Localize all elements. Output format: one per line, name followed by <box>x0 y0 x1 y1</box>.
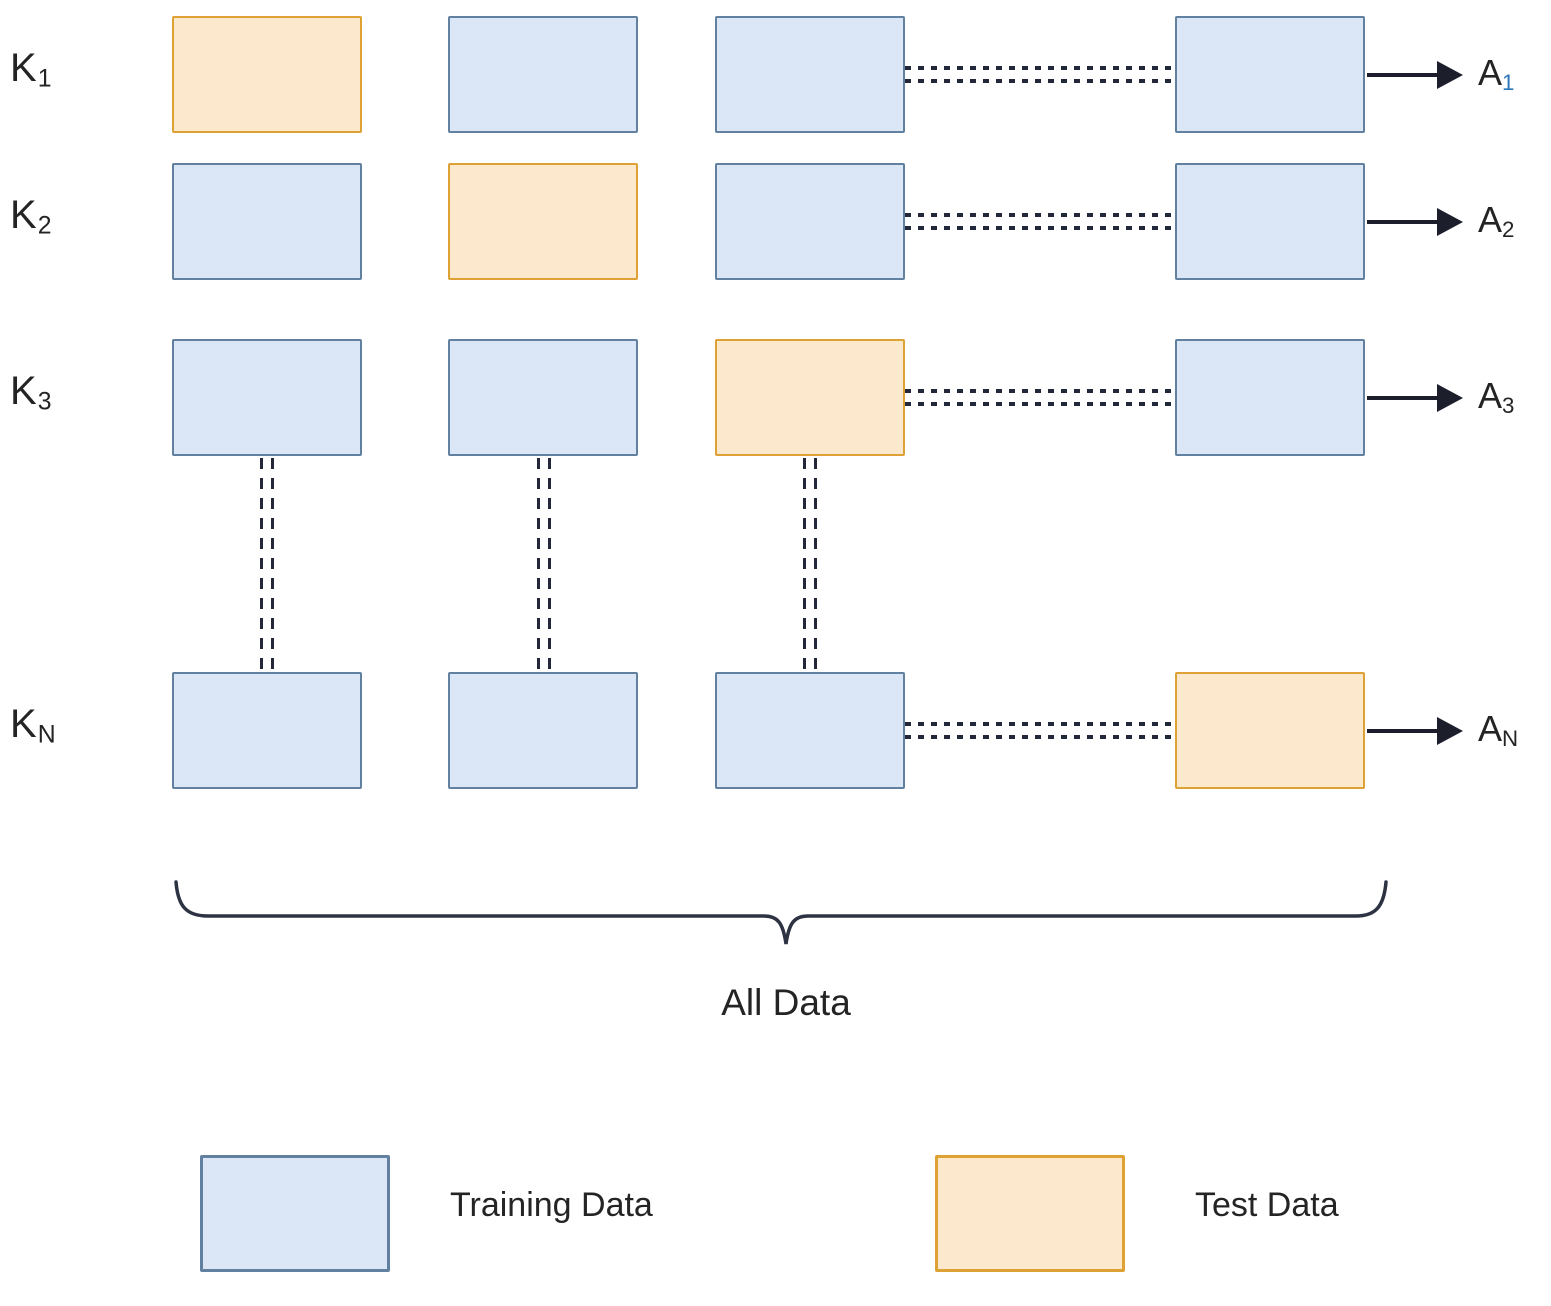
fold-box-kn-train-3 <box>715 672 905 789</box>
fold-box-k3-train-1 <box>172 339 362 456</box>
result-arrow-k3 <box>1367 396 1439 400</box>
result-arrow-kn <box>1367 729 1439 733</box>
fold-box-k2-test <box>448 163 638 280</box>
result-label-a1-base: A <box>1478 52 1503 93</box>
row-ellipsis-col1-b <box>271 458 274 670</box>
result-label-a2-sub: 2 <box>1502 216 1515 242</box>
fold-box-k2-train-4 <box>1175 163 1365 280</box>
result-arrow-head-k1-icon <box>1437 60 1463 89</box>
fold-box-k1-train-3 <box>715 16 905 133</box>
fold-box-kn-train-1 <box>172 672 362 789</box>
row-label-k2: K2 <box>10 193 100 240</box>
row-label-k1-base: K <box>10 46 38 90</box>
fold-box-k3-train-4 <box>1175 339 1365 456</box>
result-arrow-k1 <box>1367 73 1439 77</box>
row-label-k3-base: K <box>10 369 38 413</box>
result-label-a2: A2 <box>1478 199 1514 243</box>
result-arrow-k2 <box>1367 220 1439 224</box>
result-arrow-head-k3-icon <box>1437 383 1463 412</box>
ellipsis-connector-k1-a <box>905 66 1175 70</box>
result-label-a3-sub: 3 <box>1502 392 1515 418</box>
all-data-brace <box>174 880 1388 945</box>
row-ellipsis-col3-a <box>803 458 806 670</box>
ellipsis-connector-kn-b <box>905 735 1175 739</box>
result-arrow-head-kn-icon <box>1437 716 1463 745</box>
result-label-a1: A1 <box>1478 52 1514 96</box>
row-label-k1: K1 <box>10 46 100 93</box>
ellipsis-connector-k2-b <box>905 226 1175 230</box>
fold-box-k3-train-2 <box>448 339 638 456</box>
result-label-an-sub: N <box>1502 725 1519 751</box>
ellipsis-connector-k3-a <box>905 389 1175 393</box>
row-label-k3-sub: 3 <box>37 388 53 416</box>
result-label-an: AN <box>1478 708 1518 752</box>
fold-box-k1-train-2 <box>448 16 638 133</box>
result-label-a2-base: A <box>1478 199 1503 240</box>
legend-training-label: Training Data <box>450 1186 653 1224</box>
legend-test-swatch <box>935 1155 1125 1272</box>
row-label-k2-sub: 2 <box>37 212 53 240</box>
row-label-kn: KN <box>10 702 100 749</box>
result-label-an-base: A <box>1478 708 1503 749</box>
result-arrow-head-k2-icon <box>1437 207 1463 236</box>
result-label-a3-base: A <box>1478 375 1503 416</box>
fold-box-k1-test <box>172 16 362 133</box>
row-label-kn-sub: N <box>37 721 57 749</box>
row-label-kn-base: K <box>10 702 38 746</box>
row-ellipsis-col2-b <box>548 458 551 670</box>
fold-box-k2-train-1 <box>172 163 362 280</box>
all-data-label: All Data <box>721 982 851 1023</box>
row-label-k2-base: K <box>10 193 38 237</box>
row-label-k3: K3 <box>10 369 100 416</box>
ellipsis-connector-k2-a <box>905 213 1175 217</box>
legend-training-swatch <box>200 1155 390 1272</box>
ellipsis-connector-k3-b <box>905 402 1175 406</box>
legend-test-label: Test Data <box>1195 1186 1339 1224</box>
result-label-a3: A3 <box>1478 375 1514 419</box>
ellipsis-connector-k1-b <box>905 79 1175 83</box>
row-ellipsis-col2-a <box>537 458 540 670</box>
fold-box-k2-train-3 <box>715 163 905 280</box>
row-ellipsis-col1-a <box>260 458 263 670</box>
row-label-k1-sub: 1 <box>37 65 53 93</box>
fold-box-kn-train-2 <box>448 672 638 789</box>
fold-box-k1-train-4 <box>1175 16 1365 133</box>
ellipsis-connector-kn-a <box>905 722 1175 726</box>
fold-box-k3-test <box>715 339 905 456</box>
fold-box-kn-test <box>1175 672 1365 789</box>
row-ellipsis-col3-b <box>814 458 817 670</box>
result-label-a1-sub: 1 <box>1502 69 1515 95</box>
